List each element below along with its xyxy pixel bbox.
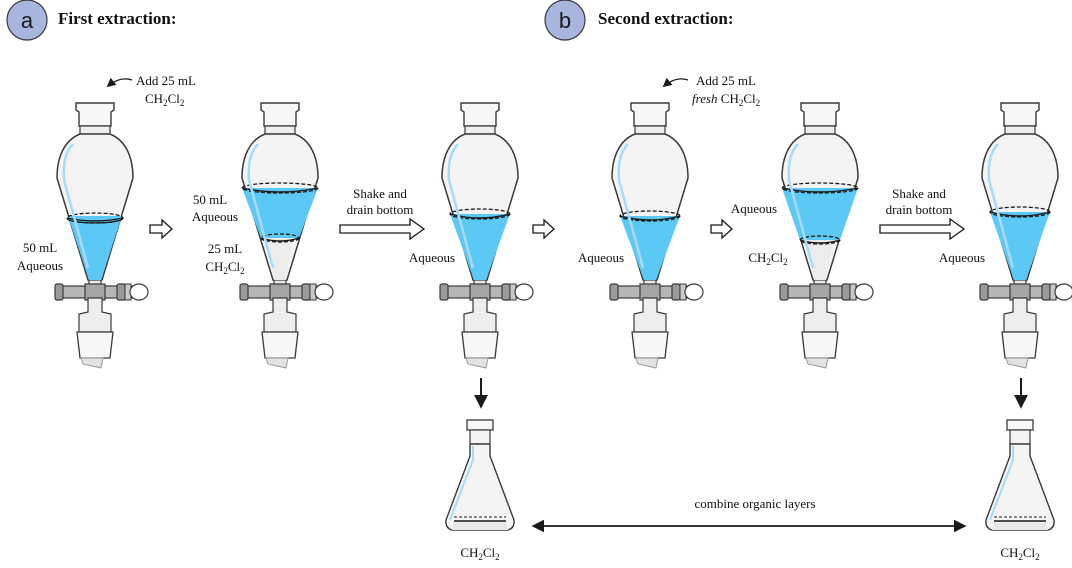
funnel-2-volume-label: 50 mL: [193, 192, 227, 207]
step-arrow-3: [710, 218, 733, 240]
add-solvent-text-1: Add 25 mL: [136, 73, 196, 88]
add-solvent-formula-1: CH2Cl2: [145, 91, 184, 108]
funnel-6-aqueous-layer: [990, 212, 1050, 280]
shake-label-2-line2: drain bottom: [886, 202, 953, 217]
funnel-6-aqueous-label: Aqueous: [939, 250, 985, 265]
panel-a-title: First extraction:: [58, 9, 176, 28]
funnel-5-aqueous-label: Aqueous: [731, 201, 777, 216]
flask-2: [984, 419, 1056, 531]
funnel-5-organic-label: CH2Cl2: [748, 250, 787, 267]
shake-label-2-line1: Shake and: [892, 186, 946, 201]
step-arrow-2: [532, 218, 555, 240]
funnel-2-organic-label: CH2Cl2: [205, 259, 244, 276]
panel-a-badge: a: [6, 0, 48, 41]
funnel-1: [54, 102, 149, 369]
funnel-5: [779, 102, 874, 369]
add-solvent-formula-2: fresh CH2Cl2: [692, 91, 760, 108]
panel-b-letter: b: [559, 8, 571, 33]
step-arrow-1: [149, 218, 173, 240]
shake-arrow-1: [339, 217, 426, 241]
flask-1: [444, 419, 516, 531]
add-solvent-text-2: Add 25 mL: [696, 73, 756, 88]
flask-2-label: CH2Cl2: [1000, 545, 1039, 562]
funnel-2: [239, 102, 334, 369]
panel-b-title: Second extraction:: [598, 9, 734, 28]
funnel-1-aqueous-label: Aqueous: [17, 258, 63, 273]
funnel-2-aqueous-label: Aqueous: [192, 209, 238, 224]
panel-b-badge: b: [544, 0, 586, 41]
funnel-1-aqueous-layer: [68, 216, 122, 280]
shake-label-1-line2: drain bottom: [347, 202, 414, 217]
funnel-4: [609, 102, 704, 369]
panel-a-letter: a: [21, 8, 34, 33]
funnel-1-volume-label: 50 mL: [23, 240, 57, 255]
shake-arrow-2: [879, 217, 966, 241]
add-solvent-arrow-1: [106, 77, 133, 88]
funnel-3: [439, 102, 534, 369]
flask-1-label: CH2Cl2: [460, 545, 499, 562]
funnel-4-aqueous-label: Aqueous: [578, 250, 624, 265]
funnel-3-aqueous-layer: [450, 214, 510, 280]
funnel-6: [979, 102, 1072, 369]
funnel-3-aqueous-label: Aqueous: [409, 250, 455, 265]
funnel-4-aqueous-layer: [620, 216, 680, 280]
funnel-2-organic-volume-label: 25 mL: [208, 241, 242, 256]
add-solvent-arrow-2: [662, 77, 689, 88]
funnel-2-organic-layer: [268, 238, 292, 280]
funnel-5-organic-layer: [807, 240, 833, 280]
shake-label-1-line1: Shake and: [353, 186, 407, 201]
combine-label: combine organic layers: [694, 496, 815, 511]
